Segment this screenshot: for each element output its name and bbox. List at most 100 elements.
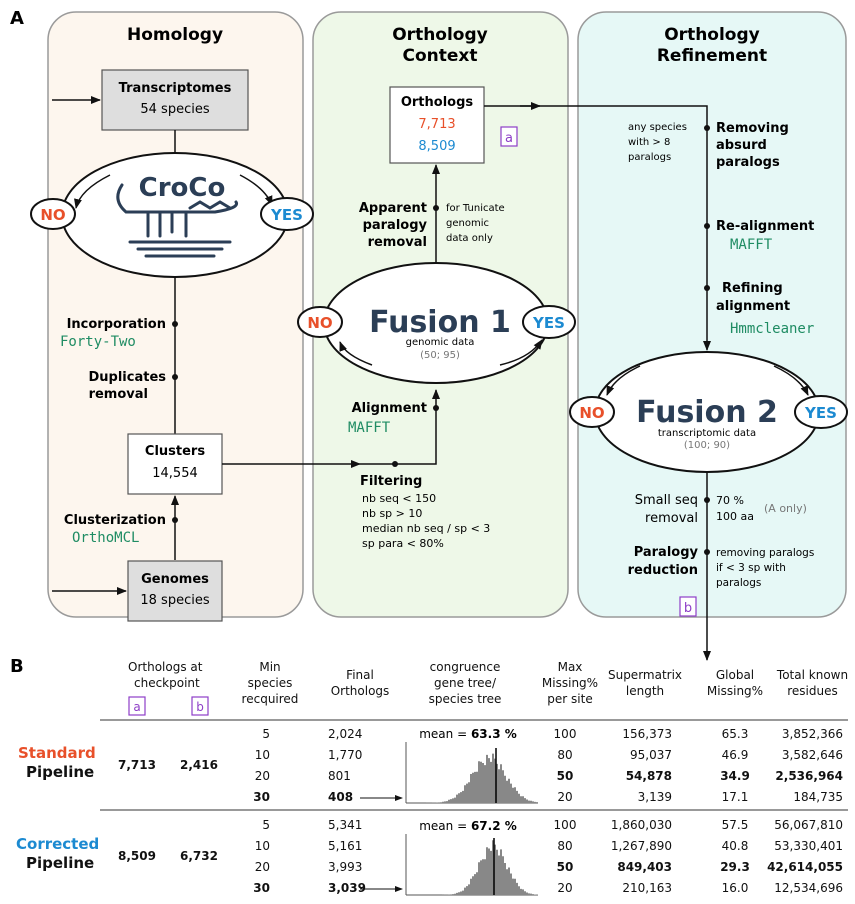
cor-row2-total: 53,330,401 [774, 839, 843, 853]
paralogy-reduction-note-1: removing paralogs [716, 547, 814, 559]
fusion1-no-arrow [339, 341, 373, 366]
header-congruence-2: gene tree/ [434, 676, 496, 690]
std-row3-max: 50 [556, 769, 574, 783]
duplicates-line2: removal [89, 387, 148, 402]
standard-checkpoint-a: 7,713 [118, 758, 156, 772]
cor-row3-max: 50 [556, 860, 574, 874]
orthologs-title: Orthologs [401, 95, 474, 110]
absurd-line2: absurd [716, 138, 767, 153]
fusion2-yes-arrow [773, 365, 809, 396]
realign-dot [704, 223, 710, 229]
absurd-dot [704, 125, 710, 131]
paralogy-reduction-line2: reduction [628, 563, 698, 578]
fusion1-sub: genomic data [406, 337, 475, 348]
corrected-name-1: Corrected [16, 835, 100, 853]
std-row2-min: 10 [254, 748, 270, 762]
standard-name-1: Standard [18, 744, 96, 762]
small-seq-line2: removal [645, 511, 698, 526]
orthologs-standard: 7,713 [418, 117, 455, 132]
std-row4-final: 408 [328, 790, 354, 804]
paralogy-reduction-dot [704, 549, 710, 555]
cor-row4-global: 16.0 [721, 881, 749, 895]
incorporation-dot [172, 321, 178, 327]
croco-label: CroCo [139, 173, 226, 203]
filtering-rule-1: nb seq < 150 [362, 492, 436, 505]
checkpoint-b-label: b [684, 601, 692, 616]
filtering-rule-3: median nb seq / sp < 3 [362, 522, 490, 535]
header-marker-a-label: a [133, 700, 140, 714]
orthologs-box [389, 86, 485, 164]
std-row1-global: 65.3 [721, 727, 749, 741]
cor-row2-final: 5,161 [328, 839, 363, 853]
refinement-title-line2: Refinement [657, 46, 767, 66]
std-row2-global: 46.9 [721, 748, 749, 762]
fusion2-params: (100; 90) [684, 440, 730, 451]
cor-row1-max: 100 [553, 818, 577, 832]
fusion2-sub: transcriptomic data [658, 428, 756, 439]
header-final-1: Final [346, 668, 374, 682]
absurd-note-3: paralogs [628, 152, 671, 163]
context-title-line1: Orthology [392, 25, 488, 45]
cor-row4-length: 210,163 [622, 881, 672, 895]
transcriptomes-box [101, 69, 249, 131]
fusion2-no-badge [569, 396, 615, 428]
std-row3-min: 20 [254, 769, 270, 783]
header-min-2: species [247, 676, 293, 690]
header-max-3: per site [547, 692, 593, 706]
small-seq-val1: 70 % [716, 494, 744, 507]
filtering-rule-2: nb sp > 10 [362, 507, 422, 520]
header-supermatrix-1: Supermatrix [607, 668, 683, 682]
paralogy-note-1: for Tunicate [446, 203, 505, 214]
cor-row2-min: 10 [254, 839, 270, 853]
transcriptomes-count: 54 species [140, 102, 209, 117]
clusters-title: Clusters [145, 444, 205, 459]
std-row1-final: 2,024 [328, 727, 363, 741]
crocodile-icon [116, 183, 239, 258]
fusion2-no-label: NO [579, 404, 604, 422]
cor-row3-total: 42,614,055 [767, 860, 843, 874]
croco-no-label: NO [40, 206, 65, 224]
alignment-label: Alignment [352, 401, 427, 416]
header-marker-a [128, 696, 146, 716]
standard-mean-label: mean = 63.3 % [419, 727, 517, 741]
paralogy-removal-line2: paralogy [363, 218, 428, 233]
cor-row3-length: 849,403 [617, 860, 672, 874]
refining-dot [704, 285, 710, 291]
clusters-count: 14,554 [152, 466, 198, 481]
cor-row1-final: 5,341 [328, 818, 363, 832]
filtering-label: Filtering [360, 474, 422, 489]
cor-row1-min: 5 [262, 818, 270, 832]
paralogy-removal-dot [433, 205, 439, 211]
header-min-1: Min [259, 660, 281, 674]
cor-row1-global: 57.5 [721, 818, 749, 832]
cor-row4-total: 12,534,696 [774, 881, 843, 895]
croco-no-arrow [74, 174, 111, 209]
fusion2-yes-badge [794, 395, 848, 429]
header-global-1: Global [715, 668, 755, 682]
std-row1-total: 3,852,366 [781, 727, 843, 741]
small-seq-dot [704, 497, 710, 503]
checkpoint-b-marker [679, 596, 697, 617]
header-checkpoint-2: checkpoint [134, 676, 200, 690]
standard-histogram: mean = 63.3 % [405, 727, 538, 804]
standard-histogram-bars [406, 753, 538, 803]
context-title-line2: Context [402, 46, 477, 66]
fusion1-params: (50; 95) [420, 350, 460, 361]
std-row2-max: 80 [557, 748, 573, 762]
cor-row2-max: 80 [557, 839, 573, 853]
std-row4-max: 20 [557, 790, 573, 804]
alignment-tool: MAFFT [348, 420, 391, 436]
corrected-mean-label: mean = 67.2 % [419, 819, 517, 833]
duplicates-dot [172, 374, 178, 380]
cor-row3-min: 20 [254, 860, 270, 874]
corrected-checkpoint-a: 8,509 [118, 849, 156, 863]
refinement-title-line1: Orthology [664, 25, 760, 45]
corrected-histogram: mean = 67.2 % [405, 819, 538, 896]
duplicates-line1: Duplicates [88, 370, 166, 385]
header-supermatrix-2: length [625, 684, 665, 698]
refining-line1: Refining [722, 281, 783, 296]
realign-tool: MAFFT [730, 237, 773, 253]
croco-no-badge [30, 198, 76, 230]
